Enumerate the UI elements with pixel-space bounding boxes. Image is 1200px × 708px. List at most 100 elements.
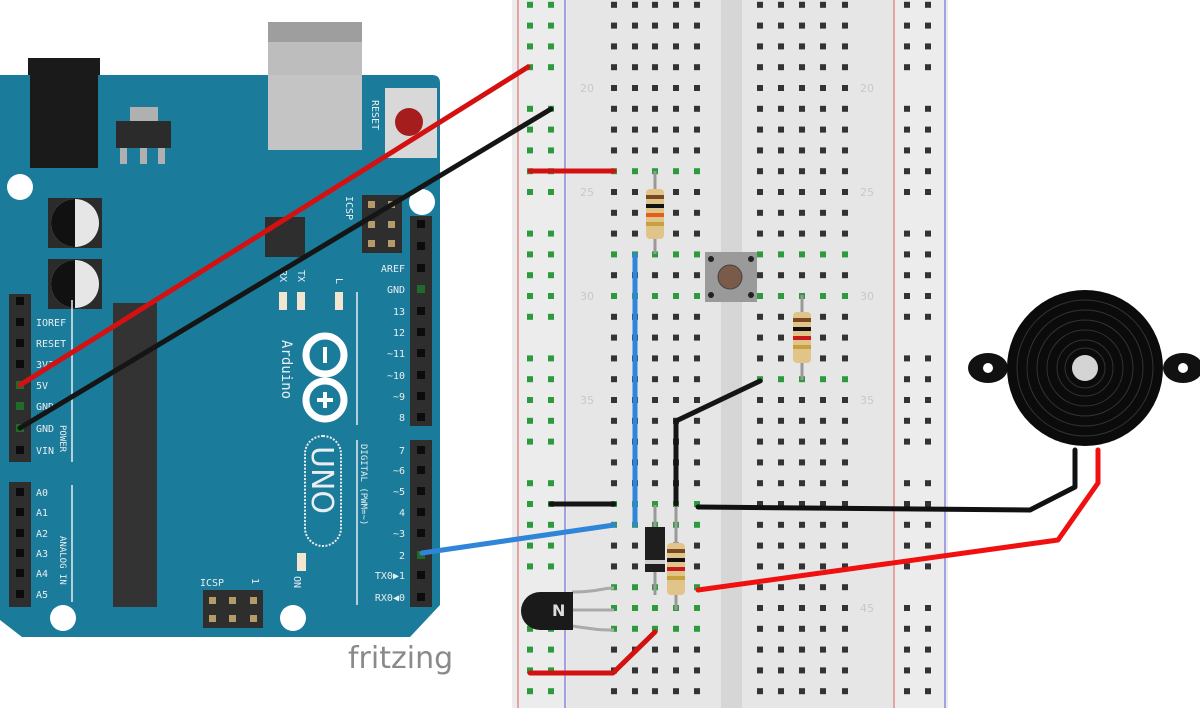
breadboard-hole[interactable] [799, 147, 805, 154]
header-pin[interactable] [417, 242, 425, 250]
breadboard-hole[interactable] [694, 605, 700, 611]
breadboard-hole[interactable] [757, 64, 763, 71]
breadboard-hole[interactable] [694, 334, 700, 341]
breadboard-hole[interactable] [820, 688, 826, 695]
rail-hole[interactable] [904, 251, 910, 258]
rail-hole[interactable] [925, 43, 931, 50]
rail-hole[interactable] [904, 667, 910, 674]
breadboard-hole[interactable] [673, 168, 679, 175]
breadboard-hole[interactable] [778, 417, 784, 424]
breadboard-hole[interactable] [820, 459, 826, 466]
rail-hole[interactable] [527, 521, 533, 528]
breadboard-hole[interactable] [820, 355, 826, 362]
breadboard-hole[interactable] [820, 126, 826, 133]
breadboard-hole[interactable] [820, 376, 826, 383]
breadboard-hole[interactable] [820, 313, 826, 320]
rail-hole[interactable] [925, 688, 931, 695]
breadboard-hole[interactable] [611, 334, 617, 341]
rail-hole[interactable] [904, 605, 910, 611]
rail-hole[interactable] [925, 542, 931, 549]
breadboard-hole[interactable] [632, 126, 638, 133]
header-pin[interactable] [417, 307, 425, 315]
breadboard-hole[interactable] [757, 501, 763, 507]
rail-hole[interactable] [925, 230, 931, 237]
breadboard-hole[interactable] [820, 105, 826, 112]
rail-hole[interactable] [548, 646, 554, 653]
header-pin[interactable] [417, 328, 425, 336]
breadboard-hole[interactable] [632, 85, 638, 91]
breadboard-hole[interactable] [652, 251, 658, 258]
header-pin[interactable] [16, 569, 24, 577]
breadboard-hole[interactable] [611, 313, 617, 320]
breadboard-hole[interactable] [842, 521, 848, 528]
header-pin[interactable] [417, 285, 425, 293]
breadboard-hole[interactable] [778, 64, 784, 71]
rail-hole[interactable] [904, 105, 910, 112]
breadboard-hole[interactable] [694, 355, 700, 362]
breadboard-hole[interactable] [842, 376, 848, 383]
breadboard-hole[interactable] [757, 168, 763, 175]
breadboard-hole[interactable] [820, 667, 826, 674]
breadboard-hole[interactable] [673, 313, 679, 320]
breadboard-hole[interactable] [694, 251, 700, 258]
breadboard-hole[interactable] [611, 22, 617, 29]
header-pin[interactable] [16, 402, 24, 410]
breadboard-hole[interactable] [799, 521, 805, 528]
breadboard-hole[interactable] [778, 334, 784, 341]
breadboard-hole[interactable] [632, 230, 638, 237]
breadboard-hole[interactable] [694, 376, 700, 383]
breadboard-hole[interactable] [820, 209, 826, 216]
breadboard-hole[interactable] [778, 397, 784, 403]
breadboard-hole[interactable] [694, 126, 700, 133]
breadboard-hole[interactable] [778, 438, 784, 445]
rail-hole[interactable] [904, 168, 910, 175]
breadboard-hole[interactable] [842, 168, 848, 175]
breadboard-hole[interactable] [757, 147, 763, 154]
breadboard-hole[interactable] [842, 397, 848, 403]
rail-hole[interactable] [925, 376, 931, 383]
rail-hole[interactable] [904, 22, 910, 29]
rail-hole[interactable] [548, 355, 554, 362]
breadboard-hole[interactable] [820, 64, 826, 71]
breadboard-hole[interactable] [842, 230, 848, 237]
breadboard-hole[interactable] [757, 563, 763, 570]
breadboard-hole[interactable] [611, 355, 617, 362]
breadboard-hole[interactable] [820, 646, 826, 653]
rail-hole[interactable] [904, 64, 910, 71]
breadboard-hole[interactable] [694, 667, 700, 674]
breadboard-hole[interactable] [757, 272, 763, 279]
wire-gnd-black[interactable] [17, 106, 554, 431]
breadboard-hole[interactable] [673, 688, 679, 695]
header-pin[interactable] [417, 392, 425, 400]
breadboard-hole[interactable] [842, 688, 848, 695]
breadboard-hole[interactable] [757, 521, 763, 528]
breadboard-hole[interactable] [611, 397, 617, 403]
rail-hole[interactable] [904, 1, 910, 8]
breadboard-hole[interactable] [611, 605, 617, 611]
header-pin[interactable] [16, 318, 24, 326]
breadboard-hole[interactable] [820, 293, 826, 299]
breadboard-hole[interactable] [820, 334, 826, 341]
breadboard-hole[interactable] [757, 605, 763, 611]
breadboard-hole[interactable] [611, 1, 617, 8]
rail-hole[interactable] [925, 251, 931, 258]
reset-button-cap[interactable] [395, 108, 423, 136]
header-pin[interactable] [417, 487, 425, 495]
rail-hole[interactable] [925, 501, 931, 507]
rail-hole[interactable] [925, 667, 931, 674]
breadboard-hole[interactable] [757, 480, 763, 487]
breadboard-hole[interactable] [632, 688, 638, 695]
breadboard-hole[interactable] [652, 126, 658, 133]
breadboard-hole[interactable] [799, 272, 805, 279]
breadboard-hole[interactable] [694, 189, 700, 195]
rail-hole[interactable] [527, 230, 533, 237]
breadboard-hole[interactable] [842, 646, 848, 653]
breadboard-hole[interactable] [694, 43, 700, 50]
header-pin[interactable] [16, 297, 24, 305]
rail-hole[interactable] [904, 688, 910, 695]
breadboard-hole[interactable] [652, 459, 658, 466]
header-pin[interactable] [16, 529, 24, 537]
wire-transistor-red[interactable] [527, 629, 658, 676]
breadboard-hole[interactable] [757, 1, 763, 8]
rail-hole[interactable] [904, 397, 910, 403]
